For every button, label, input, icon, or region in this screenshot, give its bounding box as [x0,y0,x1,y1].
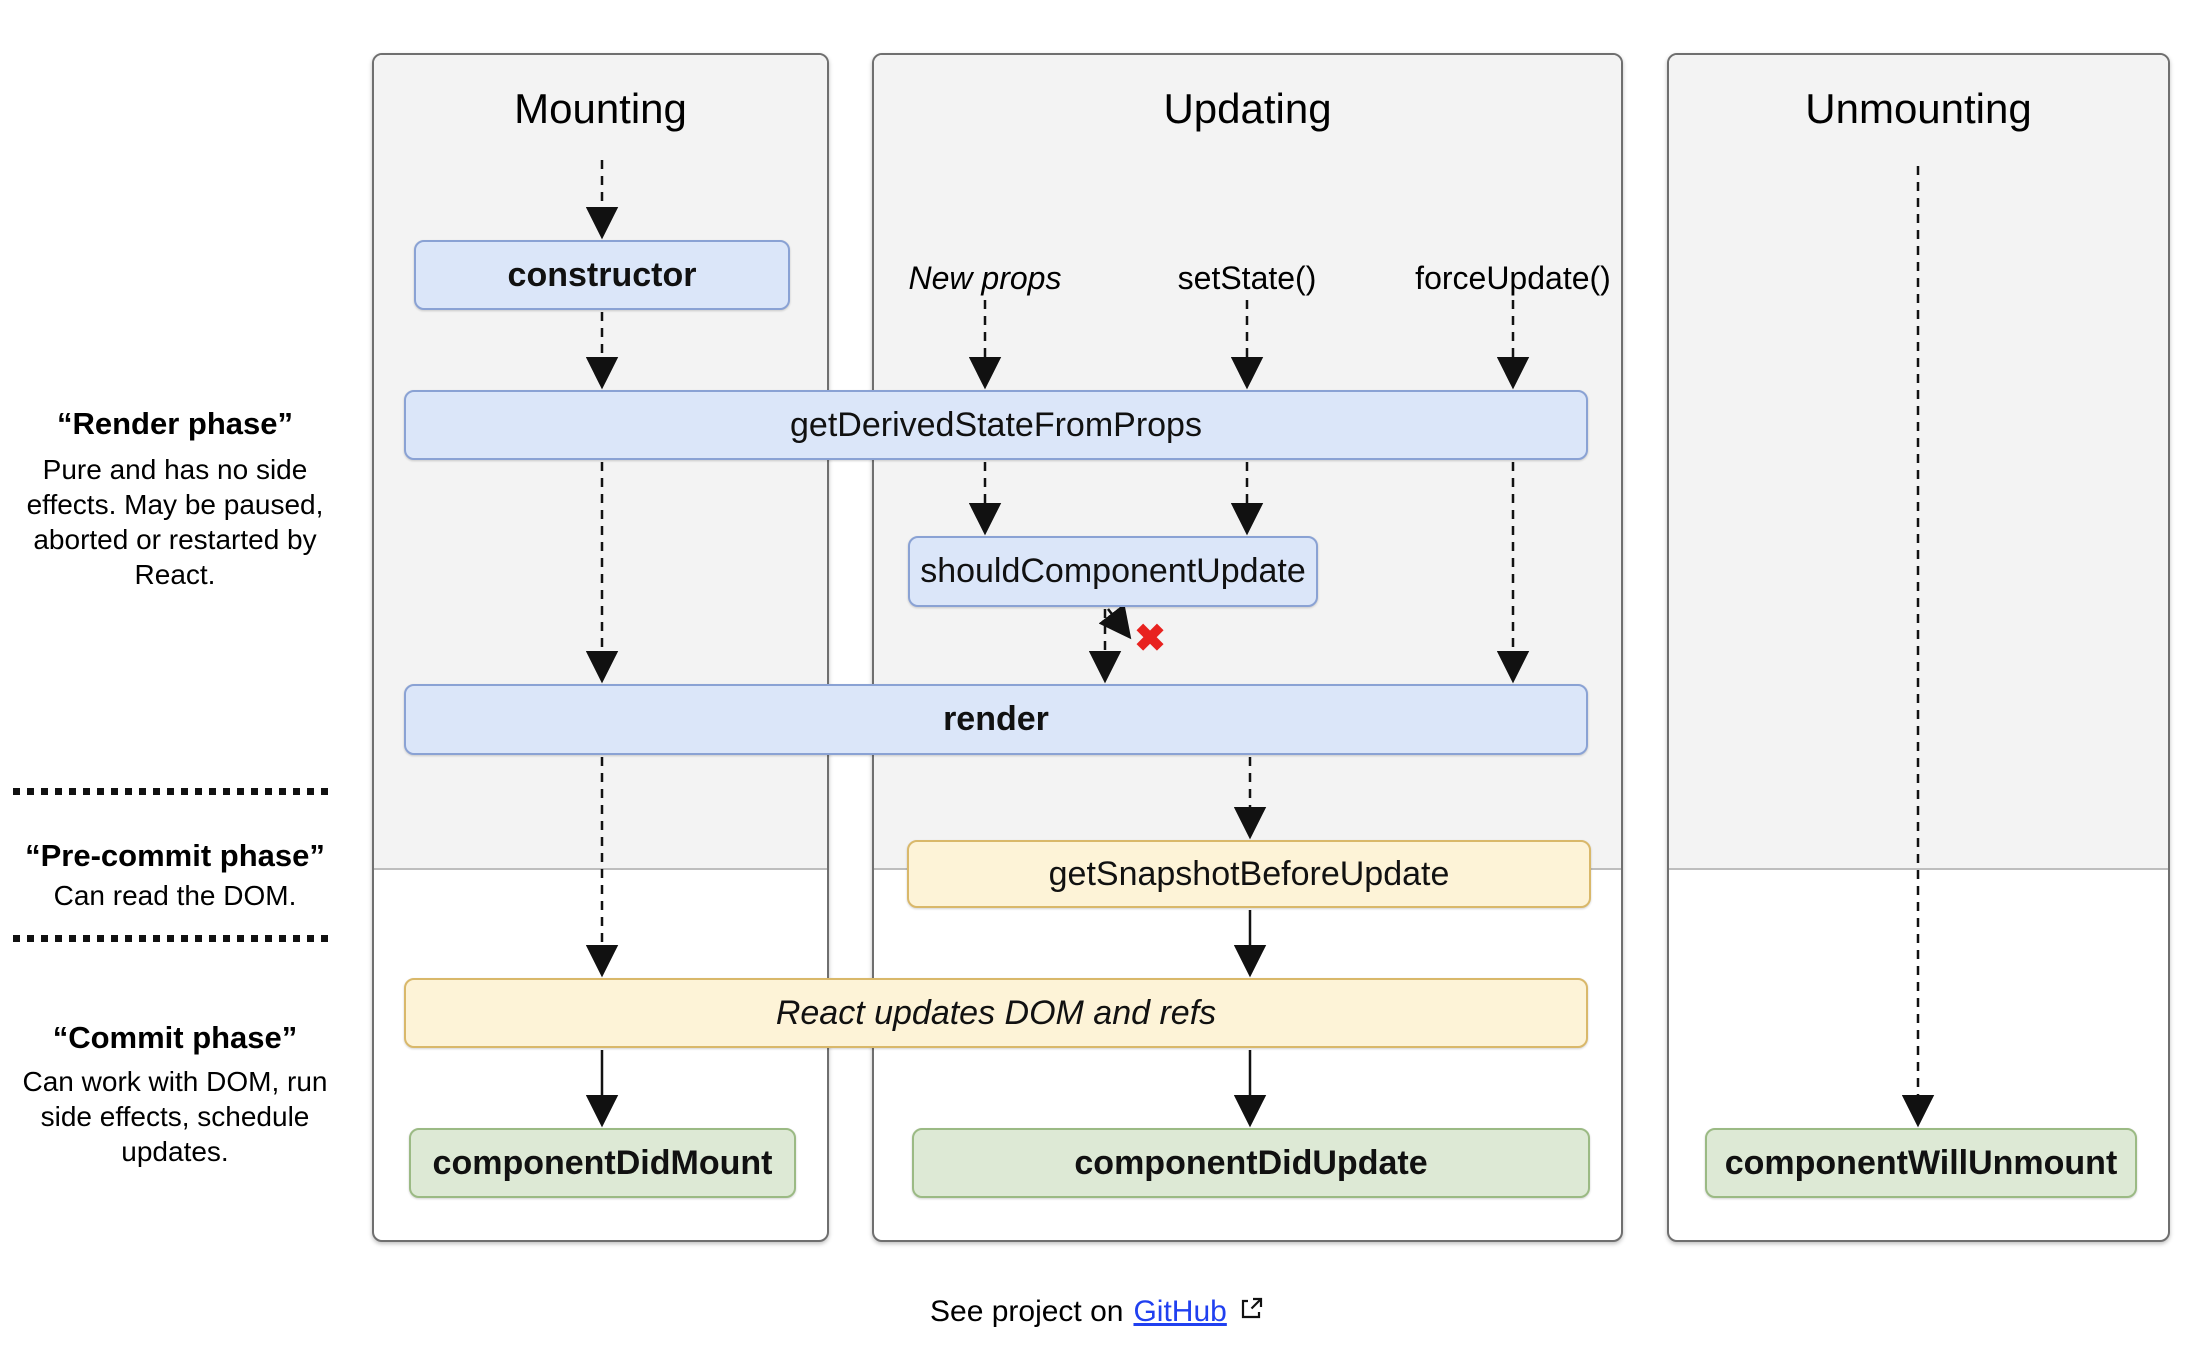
footer-text: See project on [930,1295,1124,1328]
column-title-updating: Updating [1163,85,1332,132]
pre-commit-phase-title: “Pre-commit phase” [25,838,325,873]
stop-x-icon: ✖ [1134,617,1166,660]
commit-phase-title: “Commit phase” [52,1020,298,1055]
render-phase-title: “Render phase” [56,406,293,441]
box-component-did-mount[interactable]: componentDidMount [409,1128,796,1198]
phase-divider-top [13,788,333,795]
render-phase-description: Pure and has no side effects. May be pau… [26,454,324,590]
trigger-set-state: setState() [1177,259,1317,296]
box-component-did-update[interactable]: componentDidUpdate [912,1128,1590,1198]
box-render[interactable]: render [404,684,1588,755]
render-phase-region-unmounting [1669,55,2168,870]
pre-commit-phase-description: Can read the DOM. [53,880,297,911]
trigger-new-props: New props [908,259,1062,296]
commit-phase-description: Can work with DOM, run side effects, sch… [22,1066,328,1167]
github-link[interactable]: GitHub [1133,1295,1227,1328]
external-link-icon[interactable] [1239,1295,1265,1329]
box-should-component-update[interactable]: shouldComponentUpdate [908,536,1318,607]
column-title-mounting: Mounting [514,85,687,132]
box-component-will-unmount[interactable]: componentWillUnmount [1705,1128,2137,1198]
phase-divider-bottom [13,935,333,942]
column-title-unmounting: Unmounting [1805,85,2032,132]
column-updating: Updating [872,53,1623,1242]
box-get-derived-state-from-props[interactable]: getDerivedStateFromProps [404,390,1588,460]
column-unmounting: Unmounting [1667,53,2170,1242]
footer: See project on GitHub [930,1292,1265,1332]
box-constructor[interactable]: constructor [414,240,790,310]
box-get-snapshot-before-update[interactable]: getSnapshotBeforeUpdate [907,840,1591,908]
column-mounting: Mounting [372,53,829,1242]
trigger-force-update: forceUpdate() [1415,259,1611,296]
box-react-updates-dom: React updates DOM and refs [404,978,1588,1048]
